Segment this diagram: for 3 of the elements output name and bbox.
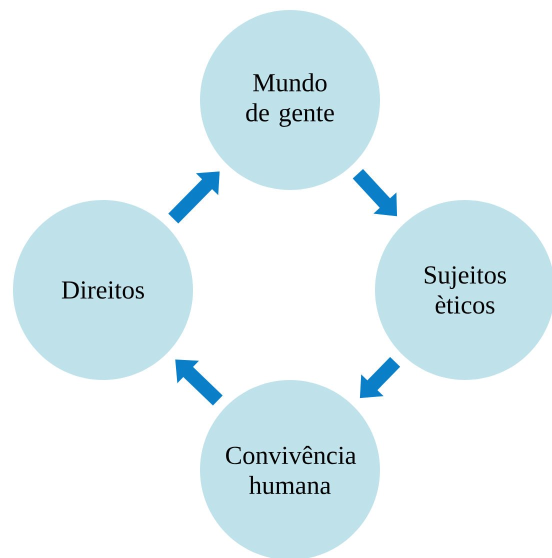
circle-node: Direitos bbox=[13, 200, 193, 380]
block-arrow bbox=[175, 360, 223, 406]
circle-node: Mundo de gente bbox=[200, 10, 380, 190]
